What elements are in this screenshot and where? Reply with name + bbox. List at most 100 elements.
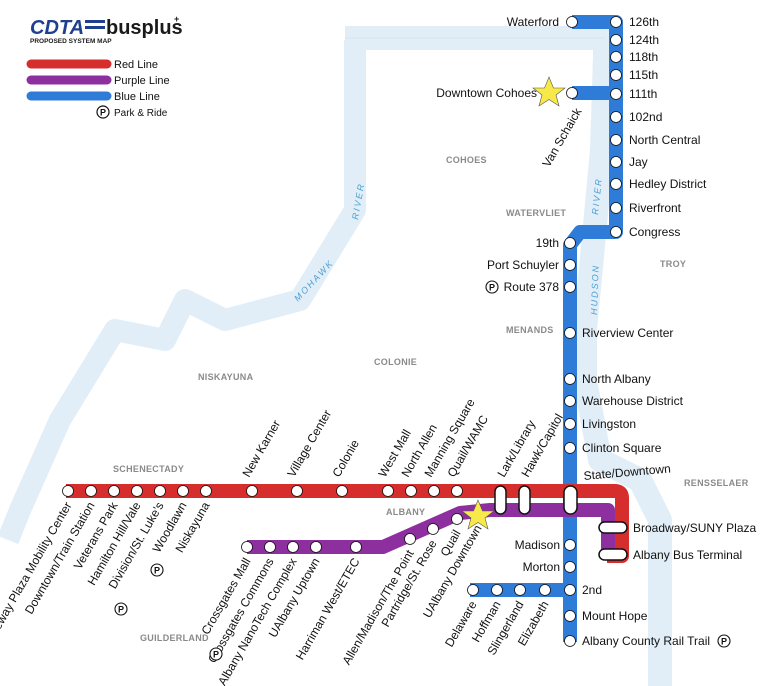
station-s126[interactable] [610,16,622,28]
area-colonie: COLONIE [374,357,417,367]
station-s19[interactable] [564,237,576,249]
station-woodlawn[interactable] [177,485,189,497]
mohawk-river-2 [0,40,366,545]
station-new_karner[interactable] [246,485,258,497]
station-downtown_train[interactable] [85,485,97,497]
station-clinton[interactable] [564,442,576,454]
station-north_central[interactable] [610,134,622,146]
park-ride-icon-rail_trail [717,634,731,648]
transfer-hawk[interactable] [518,485,531,515]
station-gateway[interactable] [62,485,74,497]
label-second: 2nd [582,583,602,597]
station-west_mall[interactable] [382,485,394,497]
station-s115[interactable] [610,69,622,81]
station-s118[interactable] [610,51,622,63]
station-s102[interactable] [610,111,622,123]
label-waterford: Waterford [507,15,559,29]
station-north_albany[interactable] [564,373,576,385]
label-clinton: Clinton Square [582,441,662,455]
label-s126: 126th [629,15,659,29]
station-crossgates_mall[interactable] [241,541,253,553]
rivers [0,26,672,686]
label-route378: Route 378 [504,280,560,294]
river-label-river2: RIVER [590,177,604,215]
label-s111: 111th [629,87,657,101]
area-guilderland: GUILDERLAND [140,633,209,643]
label-s118: 118th [629,50,658,64]
stations [62,16,622,647]
label-colonie: Colonie [329,437,362,480]
station-livingston[interactable] [564,418,576,430]
station-rail_trail[interactable] [564,635,576,647]
label-congress: Congress [629,225,680,239]
park-ride-icon [96,105,110,119]
legend-purple-label: Purple Line [114,75,170,87]
station-quail[interactable] [451,513,463,525]
station-hedley[interactable] [610,178,622,190]
park-ride-icon-letter-route378: P [489,283,495,293]
station-delaware[interactable] [467,584,479,596]
station-mount_hope[interactable] [564,610,576,622]
station-downtown_cohoes[interactable] [566,87,578,99]
label-riverfront: Riverfront [629,201,682,215]
station-riverview[interactable] [564,327,576,339]
transfer-lark[interactable] [494,485,507,515]
label-riverview: Riverview Center [582,326,673,340]
station-waterford[interactable] [566,16,578,28]
station-hoffman[interactable] [491,584,503,596]
logo-product: busplus [106,17,183,39]
logo-stripe [85,20,105,23]
station-niskayuna[interactable] [200,485,212,497]
station-nanotech[interactable] [287,541,299,553]
legend-blue-label: Blue Line [114,91,160,103]
station-hamilton[interactable] [131,485,143,497]
label-bus_terminal: Albany Bus Terminal [633,548,742,562]
station-veterans[interactable] [108,485,120,497]
legend-red-label: Red Line [114,59,158,71]
station-elizabeth[interactable] [539,584,551,596]
station-jay[interactable] [610,156,622,168]
station-s111[interactable] [610,88,622,100]
label-s124: 124th [629,33,659,47]
station-port_schuyler[interactable] [564,259,576,271]
label-warehouse: Warehouse District [582,394,684,408]
area-troy: TROY [660,259,686,269]
park-ride-icon-letter: P [100,108,106,118]
station-north_allen[interactable] [405,485,417,497]
area-labels: COHOES WATERVLIET TROY MENANDS COLONIE N… [113,155,749,643]
station-s124[interactable] [610,34,622,46]
station-harriman[interactable] [350,541,362,553]
station-crossgates_commons[interactable] [264,541,276,553]
station-quail_wamc[interactable] [451,485,463,497]
station-ualbany_uptown[interactable] [310,541,322,553]
station-warehouse[interactable] [564,395,576,407]
station-madison[interactable] [564,539,576,551]
label-s102: 102nd [629,110,662,124]
station-route378[interactable] [564,281,576,293]
station-slingerland[interactable] [514,584,526,596]
station-division[interactable] [154,485,166,497]
station-second[interactable] [564,584,576,596]
logo-plus: + [174,14,179,24]
area-niskayuna: NISKAYUNA [198,372,254,382]
label-north_albany: North Albany [582,372,651,386]
station-congress[interactable] [610,226,622,238]
star-ualbany-downtown [461,499,495,530]
station-morton[interactable] [564,561,576,573]
area-cohoes: COHOES [446,155,487,165]
area-albany: ALBANY [386,507,425,517]
station-colonie[interactable] [336,485,348,497]
station-village_center[interactable] [291,485,303,497]
area-schenectady: SCHENECTADY [113,464,184,474]
transfer-bus-terminal[interactable] [598,548,628,561]
station-manning[interactable] [428,485,440,497]
transfer-broadway[interactable] [598,521,628,534]
legend: Red Line Purple Line Blue Line P Park & … [26,59,170,119]
station-riverfront[interactable] [610,202,622,214]
label-s115: 115th [629,68,658,82]
transfer-state[interactable] [563,485,578,515]
area-rensselaer: RENSSELAER [684,478,749,488]
label-mount_hope: Mount Hope [582,609,648,623]
station-allen_madison[interactable] [404,533,416,545]
station-partridge[interactable] [427,523,439,535]
